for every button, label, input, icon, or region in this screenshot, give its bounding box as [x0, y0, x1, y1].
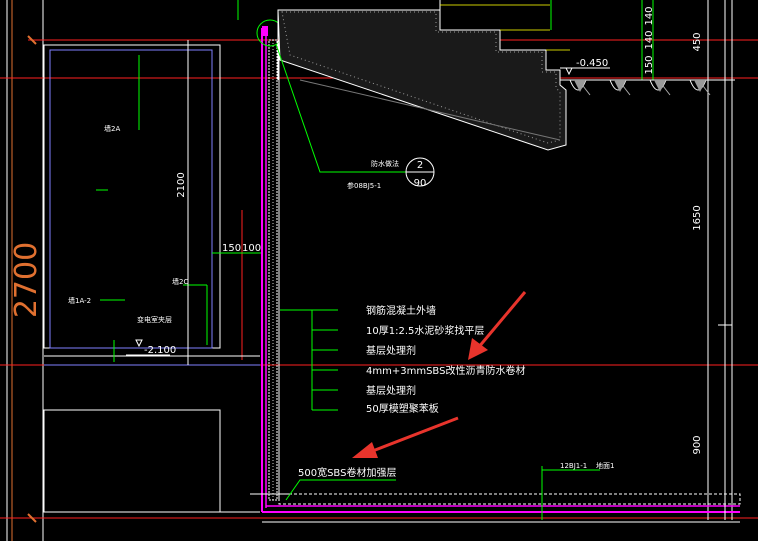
- layer-2: 10厚1:2.5水泥砂浆找平层: [366, 324, 484, 337]
- wall-label-2c: 墙2C: [172, 277, 188, 286]
- layer-4: 4mm+3mmSBS改性沥青防水卷材: [366, 364, 525, 377]
- wall-label-2a: 墙2A: [104, 124, 120, 133]
- wall-label-1a2: 墙1A-2: [68, 296, 91, 305]
- left-room: [43, 44, 260, 513]
- bottom-ref-atlas: 12BJ1-1: [560, 462, 587, 470]
- layer-1: 钢筋混凝土外墙: [366, 304, 436, 317]
- ground-elevation: -0.450: [576, 58, 608, 69]
- callout-page: 90: [414, 178, 427, 189]
- callout-atlas: 参08BJ5-1: [347, 181, 381, 190]
- floor-elevation: -2.100: [144, 345, 176, 356]
- layer-6: 50厚模塑聚苯板: [366, 402, 439, 415]
- dim-1650: 1650: [692, 205, 703, 230]
- ground-steps: [277, 0, 570, 151]
- bottom-ref-item: 地面1: [596, 461, 614, 470]
- detail-callout: [275, 43, 435, 187]
- callout-number: 2: [417, 160, 423, 171]
- offset-150-dim: 150: [222, 243, 241, 254]
- dim-140-b: 140: [644, 6, 655, 25]
- ground-level: [560, 67, 735, 96]
- annotation-arrows: [352, 291, 527, 458]
- layer-5: 基层处理剂: [366, 384, 416, 397]
- offset-100-dim: 100: [242, 243, 261, 254]
- dim-450: 450: [692, 32, 703, 51]
- dim-150: 150: [644, 55, 655, 74]
- room-name-label: 变电室夹层: [137, 315, 172, 324]
- callout-title: 防水做法: [371, 159, 399, 168]
- overall-height-dim: 2700: [9, 242, 44, 318]
- layer-3: 基层处理剂: [366, 344, 416, 357]
- room-height-dim: 2100: [176, 172, 187, 197]
- reinforcement-note: 500宽SBS卷材加强层: [298, 466, 396, 479]
- dim-900: 900: [692, 435, 703, 454]
- dim-140-a: 140: [644, 30, 655, 49]
- exterior-wall: [250, 19, 741, 523]
- layer-leaders: [280, 309, 338, 411]
